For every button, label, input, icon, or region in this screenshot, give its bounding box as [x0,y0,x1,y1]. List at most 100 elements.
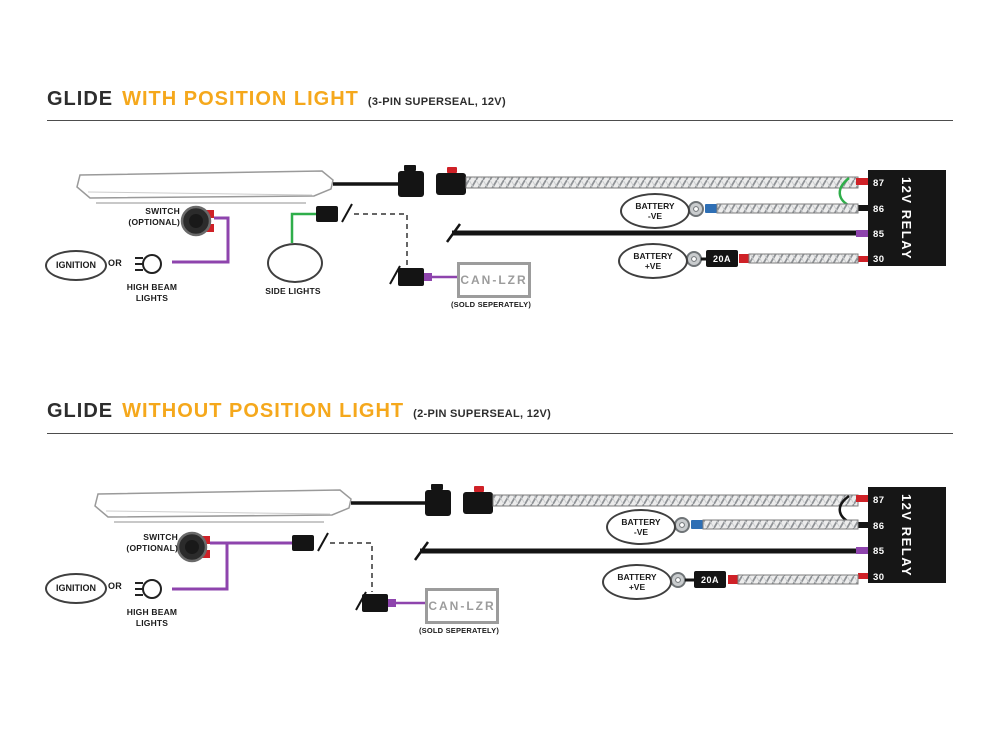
braided-cable-main [465,176,859,189]
battery-pos-label: BATTERY +VE [602,564,672,600]
side-lights-connector [316,206,338,222]
relay-body [868,170,946,266]
braided-cable-neg [716,203,859,214]
pin86-stub [858,522,868,528]
cut-mark-switch [317,532,329,552]
cut-mark-switched [413,541,430,561]
can-lzr-box: CAN-LZR [425,588,499,624]
title-spec: (2-PIN SUPERSEAL, 12V) [413,408,552,420]
ignition-label: IGNITION [45,250,107,281]
switch-knob-center [189,214,203,228]
high-beam-icon-rays [135,582,143,596]
ring-terminal-neg-hole [693,206,699,212]
title-variant: WITH POSITION LIGHT [122,88,359,110]
light-bar-lens-line [105,510,331,515]
pin87-stub [856,178,868,185]
or-label: OR [108,258,122,268]
fuse-20a: 20A [694,571,726,588]
pin87-stub [856,495,868,502]
relay-pin-85: 85 [873,546,885,557]
purple-wire-switch-feed [172,543,229,591]
light-bar-lens-line [87,191,313,196]
light-bar [94,489,352,518]
connector-latch [431,484,443,490]
high-beam-icon-rays [135,257,143,271]
dashed-route [330,542,373,592]
high-beam-icon [142,254,162,274]
high-beam-label: HIGH BEAM LIGHTS [126,607,178,628]
sold-separately-label: (SOLD SEPERATELY) [450,300,532,309]
title-product: GLIDE [47,88,114,110]
relay-pin-85: 85 [873,229,885,240]
can-lzr-box: CAN-LZR [457,262,531,298]
switch-terminal-1 [202,536,210,544]
switch-connector [292,535,314,551]
pin30-stub [858,573,868,579]
relay-body [868,487,946,583]
light-bar [76,170,334,199]
relay-label: 12V RELAY [868,170,946,266]
relay-pin-87: 87 [873,495,885,506]
superseal-connector-mate [436,173,466,195]
section-title: GLIDE WITH POSITION LIGHT (3-PIN SUPERSE… [47,88,506,111]
pin85-stub [856,230,868,237]
diagram-without-position-light-wires: 87 86 85 30 [94,484,946,612]
diagram-with-position-light-wires: 87 86 85 30 [76,165,946,286]
pin86-stub [858,205,868,211]
switch-label: SWITCH (OPTIONAL) [126,532,178,553]
superseal-connector-mate [463,492,493,514]
battery-neg-label: BATTERY -VE [620,193,690,229]
ring-terminal-neg-hole [679,522,685,528]
red-crimp [728,575,738,584]
battery-neg-label: BATTERY -VE [606,509,676,545]
title-spec: (3-PIN SUPERSEAL, 12V) [367,96,506,108]
sold-separately-label: (SOLD SEPERATELY) [418,626,500,635]
battery-pos-label: BATTERY +VE [618,243,688,279]
title-divider [47,120,953,121]
braided-cable-neg [702,519,859,530]
connector-latch [404,165,416,171]
red-crimp [739,254,749,263]
switch-knob-center [185,540,199,554]
blue-crimp [691,520,703,529]
relay-label: 12V RELAY [868,487,946,583]
braided-cable-main [492,494,859,507]
can-connector [362,594,388,612]
relay-label-text: 12V RELAY [899,493,915,577]
relay-pin-87: 87 [873,178,885,189]
high-beam-icon [142,579,162,599]
side-lights-label: SIDE LIGHTS [265,286,321,296]
can-connector-purple-tip [424,273,432,281]
cut-mark-side-lights [341,203,353,223]
ring-terminal-pos-hole [691,256,697,262]
pin30-stub [858,256,868,262]
connector-red-seal [447,167,457,173]
green-wire-side-lights [290,212,316,243]
title-divider [47,433,953,434]
cut-mark-switched [445,223,462,243]
switch-terminal-1 [206,210,214,218]
purple-wire-switch-feed [172,216,230,264]
can-connector [398,268,424,286]
relay-pin-86: 86 [873,204,885,215]
relay-pin-30: 30 [873,572,885,583]
fuse-20a: 20A [706,250,738,267]
section-title: GLIDE WITHOUT POSITION LIGHT (2-PIN SUPE… [47,400,551,423]
title-product: GLIDE [47,400,114,422]
superseal-connector [425,490,451,516]
switch-terminal-2 [202,550,210,558]
blue-crimp [705,204,717,213]
switch-terminal-2 [206,224,214,232]
high-beam-label: HIGH BEAM LIGHTS [126,282,178,303]
can-connector-purple-tip [388,599,396,607]
or-label: OR [108,581,122,591]
superseal-connector [398,171,424,197]
side-lights-oval [267,243,323,283]
relay-pin-30: 30 [873,254,885,265]
connector-red-seal [474,486,484,492]
braided-cable-pos [748,253,859,264]
pin85-stub [856,547,868,554]
dashed-route [354,213,408,266]
